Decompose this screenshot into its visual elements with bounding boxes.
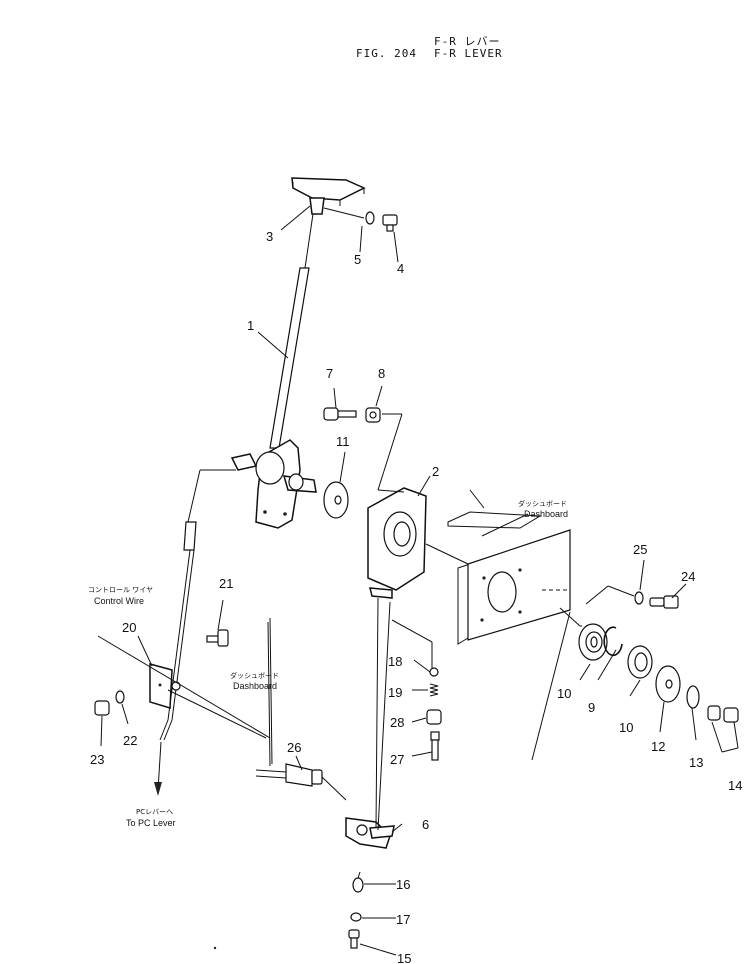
bracket-plate-2 [367,487,427,599]
callout-16: 16 [396,877,410,892]
callout-27: 27 [390,752,404,767]
callout-11: 11 [336,434,350,449]
callout-15: 15 [397,951,411,964]
callout-18: 18 [388,654,402,669]
callout-7: 7 [326,366,333,381]
callout-9: 9 [588,700,595,715]
bearing-10-a [578,623,608,661]
callout-8: 8 [378,366,385,381]
bolt-4 [382,214,398,232]
callout-5: 5 [354,252,361,267]
bolt-21 [206,629,229,647]
washer-11 [323,481,349,519]
callout-14: 14 [728,778,742,793]
callout-25: 25 [633,542,647,557]
speck [213,946,217,950]
dashboard-en-right: Dashboard [524,509,568,519]
washer-22 [115,690,125,704]
callout-17: 17 [396,912,410,927]
leader-lines [97,205,739,956]
callout-19: 19 [388,685,402,700]
callout-26: 26 [287,740,301,755]
bearing-10-b [627,645,653,679]
pc-lever-jp: PCレバーへ [136,808,173,816]
control-wire-en: Control Wire [94,596,144,606]
bolt-24 [649,595,679,609]
callout-20: 20 [122,620,136,635]
switch-26 [255,763,347,801]
lever-bracket [230,439,317,529]
figure-header: F-R レバー FIG. 204 F-R LEVER [356,35,503,60]
figure-number: FIG. 204 [356,47,417,60]
dashboard-jp-left: ダッシュボード [230,671,279,680]
title-jp: F-R レバー [434,35,501,48]
lever-knob [291,177,366,215]
dashboard-plate-right [447,511,571,645]
callout-4: 4 [397,261,404,276]
callout-23: 23 [90,752,104,767]
callout-10-b: 10 [619,720,633,735]
nut-28 [426,709,442,725]
callout-10-a: 10 [557,686,571,701]
lever-rod [269,213,314,449]
washer-16 [352,877,364,893]
callout-21: 21 [219,576,233,591]
callout-28: 28 [390,715,404,730]
washer-17 [350,912,362,922]
bolt-27 [430,731,440,761]
control-wire [159,521,197,741]
callout-numbers: 1 2 3 4 5 6 7 8 9 10 10 11 12 13 14 15 1… [90,229,742,964]
callout-2: 2 [432,464,439,479]
snap-ring-9 [603,626,623,657]
washer-13 [686,685,700,709]
dashboard-jp-right: ダッシュボード [518,499,567,508]
ball-18 [429,667,439,677]
bolt-7 [323,407,357,421]
title-en: F-R LEVER [434,47,503,60]
pc-lever-en: To PC Lever [126,818,176,828]
callout-1: 1 [247,318,254,333]
callout-13: 13 [689,755,703,770]
bracket-20 [149,663,181,709]
washer-12 [655,665,681,703]
callout-12: 12 [651,739,665,754]
dashboard-en-left: Dashboard [233,681,277,691]
callout-3: 3 [266,229,273,244]
washer-25 [634,591,644,605]
bracket-6 [345,817,395,849]
nut-8 [365,407,381,423]
control-wire-jp: コントロール ワイヤ [88,586,153,594]
pc-lever-arrow [154,741,162,796]
nuts-14 [707,705,739,723]
callout-22: 22 [123,733,137,748]
callout-24: 24 [681,569,695,584]
spring-19 [429,683,439,697]
annotation-labels: コントロール ワイヤ Control Wire ダッシュボード Dashboar… [88,499,568,828]
bolt-15 [348,929,360,949]
callout-6: 6 [422,817,429,832]
nut-23 [94,700,110,716]
washer-5 [365,211,375,225]
